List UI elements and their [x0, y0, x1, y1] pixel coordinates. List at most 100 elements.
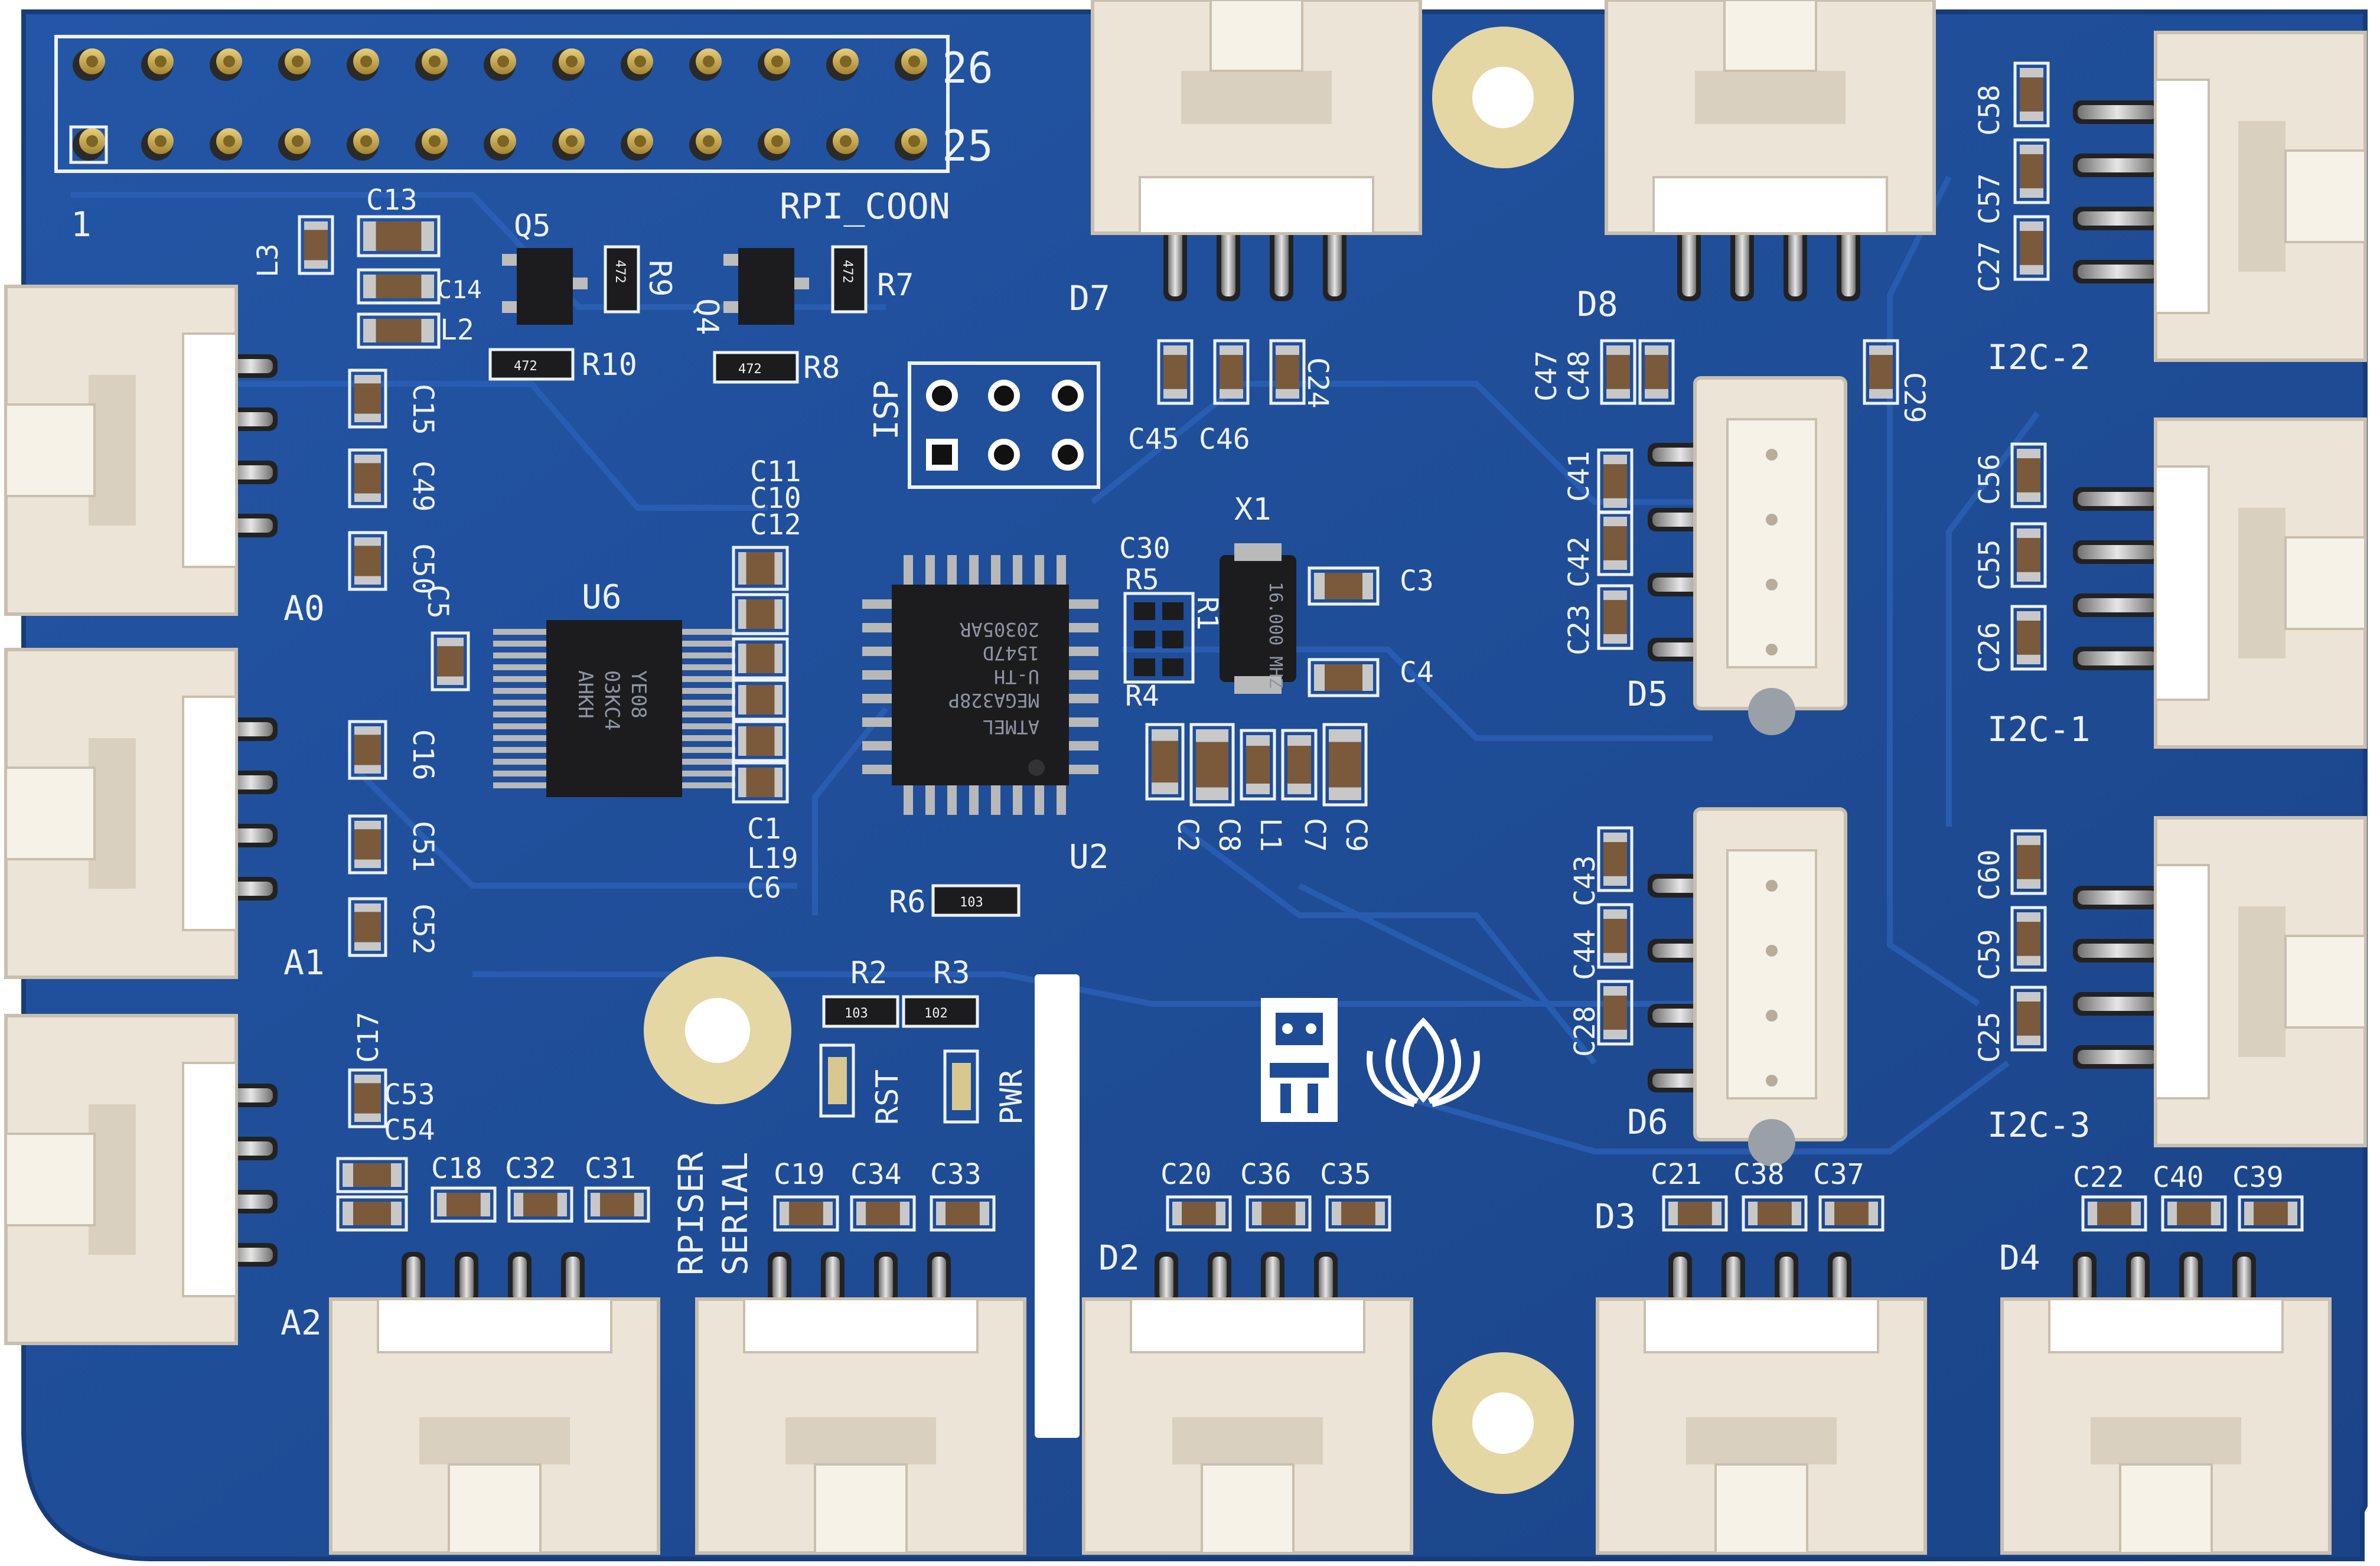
header-pin: [689, 128, 722, 161]
r2-label: R2: [850, 955, 888, 991]
smd-capacitor: [1600, 339, 1636, 405]
header-pin: [826, 48, 859, 81]
connector-d3[interactable]: [1596, 1252, 1927, 1555]
smd-capacitor: [357, 268, 441, 305]
l2-label: L2: [440, 314, 474, 347]
c42-label: C42: [1563, 536, 1596, 588]
c52-label: C52: [406, 903, 439, 955]
c50-label: C50: [406, 543, 439, 595]
connector-serial-label: SERIAL: [715, 1151, 755, 1275]
connector-a0-label: A0: [283, 588, 325, 628]
connector-d5[interactable]: [1648, 376, 1847, 735]
c48-label: C48: [1563, 350, 1596, 402]
c27-label: C27: [1973, 241, 2006, 292]
resistor-array-r5-r1-r4: [1123, 592, 1195, 684]
connector-d6[interactable]: [1648, 807, 1847, 1166]
smd-capacitor: [357, 312, 441, 349]
header-pin: [210, 128, 242, 161]
q5-label: Q5: [514, 208, 551, 244]
connector-d6-label: D6: [1627, 1102, 1668, 1142]
transistor-q5: [502, 248, 588, 325]
c1-label: C1: [747, 813, 781, 846]
smd-capacitor: [732, 593, 789, 635]
connector-a0[interactable]: [4, 285, 278, 616]
connector-rpiser[interactable]: [329, 1252, 660, 1555]
mcu-marking-line-2: MEGA328P: [948, 689, 1039, 712]
connector-rpiser-label: RPISER: [671, 1151, 711, 1275]
r5-label: R5: [1125, 563, 1159, 596]
c60-label: C60: [1973, 849, 2006, 901]
copper-traces: [71, 175, 2040, 1154]
resistor-r7: [831, 245, 868, 314]
smd-capacitor: [431, 1186, 497, 1223]
c25-label: C25: [1973, 1012, 2006, 1063]
connector-d2[interactable]: [1082, 1252, 1413, 1555]
c7-label: C7: [1298, 818, 1331, 852]
connector-i2c-3-label: I2C-3: [1987, 1105, 2091, 1145]
rst-label: RST: [870, 1069, 905, 1125]
c59-label: C59: [1973, 929, 2006, 980]
smd-capacitor: [732, 678, 789, 721]
smd-capacitor: [348, 448, 387, 508]
c44-label: C44: [1569, 929, 1602, 980]
r10-label: R10: [582, 347, 637, 383]
crystal-x1: 16.000 MHZ: [1220, 543, 1296, 694]
connector-i2c-2-label: I2C-2: [1987, 337, 2091, 377]
crystal-ref-label: X1: [1234, 492, 1271, 527]
connector-i2c-2[interactable]: [2073, 31, 2367, 362]
r7-marking: 472: [840, 260, 855, 283]
isp-header-outline: [908, 361, 1100, 489]
grove-connectors: [4, 0, 2367, 1555]
connector-d4-label: D4: [1999, 1238, 2040, 1278]
resistor-r9: [604, 245, 640, 314]
connector-i2c-1[interactable]: [2073, 417, 2367, 749]
pwr-label: PWR: [994, 1069, 1029, 1125]
header-pin: [621, 128, 653, 161]
connector-i2c-3[interactable]: [2073, 816, 2367, 1147]
header-pin: [621, 48, 653, 81]
smd-capacitor: [2161, 1195, 2227, 1232]
header-pin: [347, 48, 379, 81]
c21-label: C21: [1651, 1158, 1702, 1191]
smd-capacitor: [1157, 339, 1194, 405]
header-pin: [69, 125, 108, 164]
isp-label: ISP: [868, 380, 906, 440]
smd-capacitor: [298, 215, 334, 275]
smd-capacitor: [1325, 1195, 1391, 1232]
connector-d4[interactable]: [2000, 1252, 2332, 1555]
header-name-label: RPI_COON: [780, 186, 950, 227]
header-pin: [484, 48, 516, 81]
c16-label: C16: [406, 729, 439, 781]
robot-logo-icon: [1261, 998, 1338, 1122]
c49-label: C49: [406, 461, 439, 512]
c12-label: C12: [750, 508, 801, 541]
smd-capacitor: [732, 637, 789, 680]
connector-d7[interactable]: [1091, 0, 1422, 301]
header-pin: [689, 48, 722, 81]
c34-label: C34: [850, 1158, 902, 1191]
connector-a2[interactable]: [4, 1014, 278, 1345]
header-pin: [552, 128, 585, 161]
led-pwr: [943, 1049, 979, 1124]
r3-marking: 102: [924, 1006, 948, 1021]
smd-capacitor: [732, 546, 789, 591]
connector-a1[interactable]: [4, 648, 278, 979]
connector-i2c-1-label: I2C-1: [1987, 709, 2091, 749]
header-pin: [415, 48, 448, 81]
smd-capacitor: [2010, 906, 2047, 972]
c32-label: C32: [505, 1152, 556, 1185]
smd-capacitor: [1308, 658, 1380, 697]
c23-label: C23: [1563, 604, 1596, 655]
c28-label: C28: [1569, 1006, 1602, 1057]
smd-capacitor: [1166, 1195, 1232, 1232]
connector-serial[interactable]: [695, 1252, 1026, 1555]
smd-capacitor: [357, 215, 441, 257]
mcu-marking-line-3: U-TH: [994, 665, 1039, 688]
connector-d8[interactable]: [1605, 0, 1936, 301]
mcu-ref-label: U2: [1069, 838, 1109, 876]
smd-capacitor: [584, 1186, 650, 1223]
c47-label: C47: [1530, 350, 1563, 402]
transistor-q4: [723, 248, 809, 325]
c20-label: C20: [1160, 1158, 1212, 1191]
c40-label: C40: [2153, 1161, 2204, 1194]
